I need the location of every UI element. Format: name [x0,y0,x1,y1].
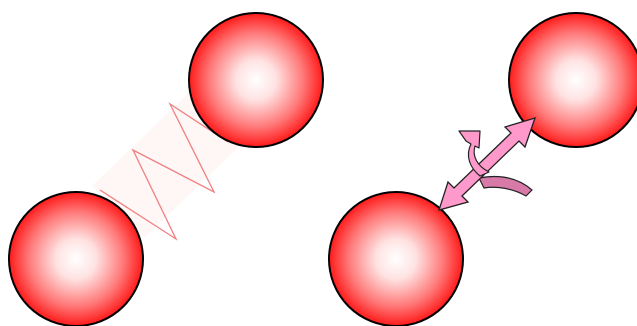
sphere-bottom-left [9,192,143,326]
right-panel [329,13,637,326]
double-arrow-icon [439,118,535,210]
sphere-bottom-left [329,192,463,326]
rotation-arrow-front-icon [459,131,489,176]
left-panel [9,13,323,326]
rotation-arrow-back-icon [479,177,532,197]
sphere-top-right [189,13,323,147]
